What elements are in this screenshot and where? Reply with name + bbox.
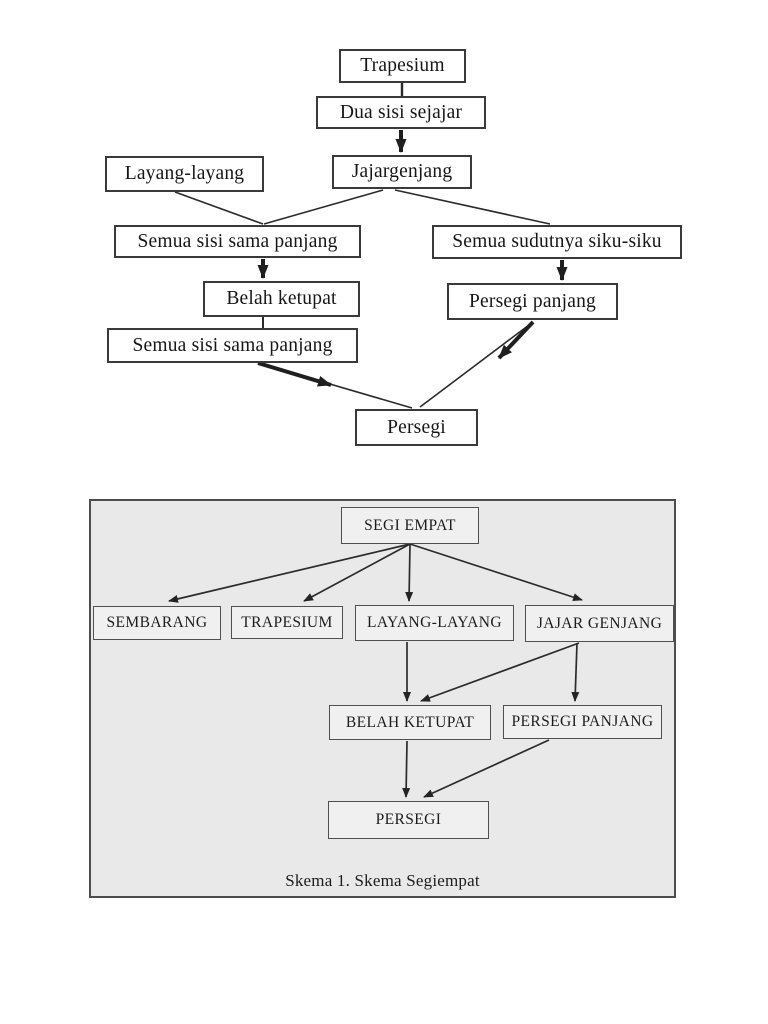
node-sembarang: SEMBARANG [93,606,221,640]
edge-jajar-genjang-belah-ketupat [420,642,580,702]
node-belah-ketupat: Belah ketupat [203,281,360,317]
node-semua-sisi-sama-panjang-1: Semua sisi sama panjang [114,225,361,258]
node-trapesium: Trapesium [339,49,466,83]
node-layang-layang: Layang-layang [105,156,264,192]
node-jajargenjang: Jajargenjang [332,155,472,189]
node-trapesium-2: TRAPESIUM [231,606,343,639]
edge-persegi-panjang-persegi [423,739,550,798]
node-persegi: Persegi [355,409,478,446]
node-layang-layang-2: LAYANG-LAYANG [355,605,514,641]
node-belah-ketupat-2: BELAH KETUPAT [329,705,491,740]
edge-jajargenjang-semua-sudut [394,189,551,225]
edge-persegi-panjang-persegi [419,321,534,408]
edge-segiempat-layang-layang [405,543,414,602]
node-jajar-genjang-2: JAJAR GENJANG [525,605,674,642]
node-persegi-panjang: Persegi panjang [447,283,618,320]
edge-layang-layang-semua-sisi-1 [174,191,264,225]
node-dua-sisi-sejajar: Dua sisi sejajar [316,96,486,129]
edge-segiempat-trapesium [303,543,411,602]
edge-belah-ketupat-persegi [402,740,411,798]
edge-segiempat-sembarang [168,543,411,603]
node-semua-sisi-sama-panjang-2: Semua sisi sama panjang [107,328,358,363]
node-segi-empat: SEGI EMPAT [341,507,479,544]
node-persegi-2: PERSEGI [328,801,489,839]
edge-segiempat-jajar-genjang [409,543,583,602]
node-semua-sudutnya-siku-siku: Semua sudutnya siku-siku [432,225,682,259]
edge-persegi-panjang-persegi-arrow [497,320,535,360]
edge-semua-sisi-2-persegi [257,362,413,409]
edge-jajargenjang-semua-sisi-1 [263,189,384,225]
schema-caption: Skema 1. Skema Segiempat [285,871,480,890]
node-persegi-panjang-2: PERSEGI PANJANG [503,705,662,739]
skema-segiempat-panel: SEGI EMPAT SEMBARANG TRAPESIUM LAYANG-LA… [89,499,676,898]
edge-semua-sisi-2-persegi-arrow [257,361,332,387]
edge-jajar-genjang-persegi-panjang [571,642,580,702]
